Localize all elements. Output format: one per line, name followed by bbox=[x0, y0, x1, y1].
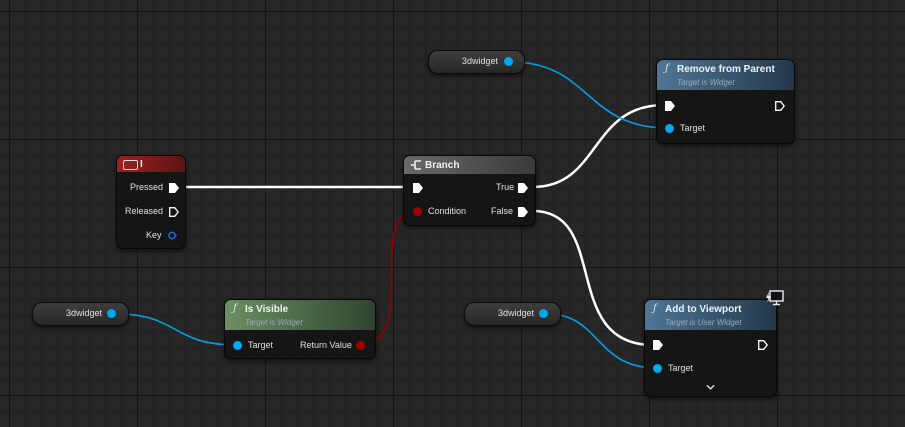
return-value-output-pin[interactable] bbox=[356, 341, 365, 350]
exec-input-pin[interactable] bbox=[665, 101, 675, 111]
variable-output-pin[interactable] bbox=[504, 57, 513, 66]
variable-label: 3dwidget bbox=[66, 308, 103, 318]
key-event-node-i[interactable]: I Pressed Released Key bbox=[116, 155, 186, 249]
pin-label-key: Key bbox=[146, 230, 162, 240]
pin-label-return-value: Return Value bbox=[300, 340, 352, 350]
node-title: Add to Viewport bbox=[665, 304, 742, 315]
pin-label-condition: Condition bbox=[428, 206, 467, 216]
pin-label-target: Target bbox=[680, 123, 706, 133]
monitor-icon bbox=[766, 290, 784, 306]
exec-output-pin-pressed[interactable] bbox=[169, 183, 179, 193]
exec-output-pin-true[interactable] bbox=[518, 183, 528, 193]
target-input-pin[interactable] bbox=[653, 364, 662, 373]
exec-output-pin-false[interactable] bbox=[518, 207, 528, 217]
exec-input-pin[interactable] bbox=[413, 183, 423, 193]
node-header bbox=[225, 300, 375, 330]
condition-input-pin[interactable] bbox=[413, 207, 422, 216]
variable-output-pin[interactable] bbox=[107, 309, 116, 318]
remove-from-parent-node[interactable]: ƒ Remove from Parent Target is Widget Ta… bbox=[656, 59, 795, 144]
exec-wire-true-to-remove bbox=[532, 103, 665, 189]
node-subtitle: Target is Widget bbox=[245, 318, 303, 327]
pin-label-pressed: Pressed bbox=[130, 182, 164, 192]
object-wire-var-to-add-target bbox=[547, 313, 658, 369]
function-icon: ƒ bbox=[233, 303, 237, 314]
exec-output-pin-released[interactable] bbox=[169, 207, 179, 217]
branch-icon bbox=[411, 160, 421, 170]
exec-output-pin[interactable] bbox=[758, 340, 768, 350]
exec-output-pin[interactable] bbox=[775, 101, 785, 111]
node-header bbox=[657, 60, 794, 90]
function-icon: ƒ bbox=[665, 63, 669, 74]
target-input-pin[interactable] bbox=[665, 124, 674, 133]
object-wire-var-to-remove-target bbox=[510, 61, 669, 129]
node-title: I bbox=[140, 159, 143, 170]
key-struct-pin[interactable] bbox=[167, 231, 178, 240]
keyboard-icon bbox=[123, 160, 138, 170]
object-wire-var-to-isvisible-target bbox=[115, 313, 238, 346]
add-to-viewport-node[interactable]: ƒ Add to Viewport Target is User Widget … bbox=[644, 299, 777, 397]
variable-label: 3dwidget bbox=[462, 56, 499, 66]
chevron-down-icon[interactable] bbox=[706, 384, 715, 390]
variable-node-3dwidget-right[interactable]: 3dwidget bbox=[464, 302, 561, 326]
node-title: Is Visible bbox=[245, 304, 289, 315]
pin-label-target: Target bbox=[248, 340, 274, 350]
exec-input-pin[interactable] bbox=[653, 340, 663, 350]
variable-output-pin[interactable] bbox=[539, 309, 548, 318]
node-subtitle: Target is User Widget bbox=[665, 318, 742, 327]
pin-label-released: Released bbox=[125, 206, 164, 216]
target-input-pin[interactable] bbox=[233, 341, 242, 350]
variable-label: 3dwidget bbox=[498, 308, 535, 318]
variable-node-3dwidget-left[interactable]: 3dwidget bbox=[32, 302, 129, 326]
is-visible-node[interactable]: ƒ Is Visible Target is Widget Target Ret… bbox=[224, 299, 376, 359]
node-header bbox=[645, 300, 776, 330]
pin-label-true: True bbox=[496, 182, 515, 192]
branch-node[interactable]: Branch Condition True False bbox=[403, 155, 536, 226]
node-subtitle: Target is Widget bbox=[677, 78, 735, 87]
pin-label-false: False bbox=[491, 206, 514, 216]
node-title: Remove from Parent bbox=[677, 64, 775, 75]
variable-node-3dwidget-top[interactable]: 3dwidget bbox=[428, 50, 525, 74]
function-icon: ƒ bbox=[653, 303, 657, 314]
node-header bbox=[404, 156, 535, 174]
pin-label-target: Target bbox=[668, 363, 694, 373]
node-title: Branch bbox=[425, 160, 460, 171]
